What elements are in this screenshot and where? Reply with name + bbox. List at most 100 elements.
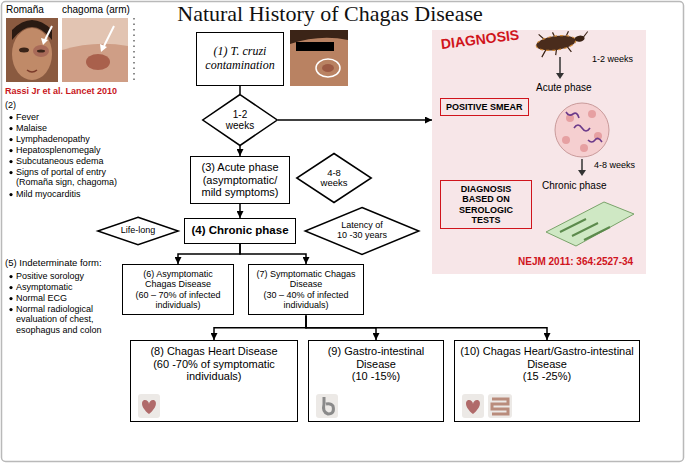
flow-arrow xyxy=(214,315,306,340)
blood-smear xyxy=(588,138,602,142)
blood-smear xyxy=(555,103,609,157)
decision-diamond: 1-2 weeks xyxy=(202,94,278,146)
gut-icon xyxy=(324,397,334,414)
blood-smear xyxy=(574,125,590,131)
blood-smear xyxy=(562,136,570,144)
node-text: (9) Gastro-intestinal Disease xyxy=(314,345,438,370)
chagoma-photo xyxy=(100,44,107,52)
bullet-dot xyxy=(9,297,12,300)
symptom-item: Mild myocarditis xyxy=(16,189,141,199)
romana-photo xyxy=(41,38,48,45)
node-text: Chronic phase xyxy=(542,180,606,192)
blood-smear xyxy=(580,144,588,152)
heart-gut-icon xyxy=(492,399,508,414)
bullet-dot xyxy=(9,286,12,289)
chagoma-photo xyxy=(86,54,110,70)
node-text: POSITIVE SMEAR xyxy=(446,102,523,112)
node-text: (7) Symptomatic Chagas Disease xyxy=(254,269,358,290)
flow-arrow xyxy=(239,204,241,218)
symptom-item: Signs of portal of entry (Romaña sign, c… xyxy=(16,167,141,188)
triatomine-bug xyxy=(583,31,589,37)
node-text: 1-2 weeks xyxy=(224,109,256,131)
flow-arrow xyxy=(240,244,306,264)
node-text: Acute phase xyxy=(536,82,592,94)
gut-icon xyxy=(316,394,338,418)
criteria-item: Positive sorology xyxy=(16,271,116,281)
process-box: (4) Chronic phase xyxy=(184,218,296,244)
diagnosis-panel: DIAGNOSIS1-2 weeksAcute phase4-8 weeksCh… xyxy=(432,30,646,274)
node-text: (60 -70% of symptomatic individuals) xyxy=(136,358,292,383)
bullet-dot xyxy=(9,116,12,311)
symptom-item: Hepatosplenomegaly xyxy=(16,145,141,155)
node-text: 4-8 weeks xyxy=(318,168,350,189)
lesion-photo xyxy=(290,30,348,86)
lesion-photo xyxy=(296,42,334,51)
bullet-dot xyxy=(9,193,12,196)
process-box: (9) Gastro-intestinal Disease(10 -15%) xyxy=(308,340,444,422)
node-text: Latency of 10 -30 years xyxy=(336,221,388,241)
symptom-item: Fever xyxy=(16,112,141,122)
timeline-arrow xyxy=(581,159,583,171)
bullet-dot xyxy=(9,171,12,174)
node-text: DIAGNOSIS BASED ON SEROLOGIC TESTS xyxy=(446,184,526,225)
diagram-title: Natural History of Chagas Disease xyxy=(130,2,530,26)
process-box: (7) Symptomatic Chagas Disease(30 – 40% … xyxy=(248,264,364,315)
bullet-dot xyxy=(9,275,12,278)
serologic-test-strip xyxy=(546,202,634,246)
heart-gut-icon xyxy=(466,400,480,414)
romana-photo xyxy=(6,18,58,82)
criteria-item: Normal ECG xyxy=(16,293,116,303)
timeline-arrow xyxy=(578,170,586,176)
decision-diamond: Latency of 10 -30 years xyxy=(304,207,420,255)
symptom-item: Subcutaneous edema xyxy=(16,156,141,166)
serologic-test-strip xyxy=(546,202,634,246)
node-text: NEJM 2011: 364:2527-34 xyxy=(518,256,633,268)
process-box: (1) T. cruzi contamination xyxy=(196,32,284,86)
chagoma-photo xyxy=(104,26,114,46)
lesion-photo xyxy=(290,30,348,44)
node-text: DIAGNOSIS xyxy=(440,26,520,52)
diamond-outline xyxy=(98,217,178,244)
bullet-dot xyxy=(9,127,12,130)
criteria-item: Asymptomatic xyxy=(16,282,116,292)
decision-diamond: 4-8 weeks xyxy=(296,153,372,203)
node-text: 1-2 weeks xyxy=(592,54,633,64)
blood-smear xyxy=(588,110,596,118)
gut-icon xyxy=(316,394,338,418)
blood-smear xyxy=(566,112,579,118)
diamond-outline xyxy=(297,154,371,203)
node-text: (30 – 40% of infected individuals) xyxy=(254,290,358,311)
flow-arrow xyxy=(178,244,240,264)
blood-smear xyxy=(555,103,609,157)
process-box: (8) Chagas Heart Disease(60 -70% of symp… xyxy=(130,340,298,422)
source-citation: Rassi Jr et al. Lancet 2010 xyxy=(5,86,145,96)
photo-caption: chagoma (arm) xyxy=(62,4,132,16)
heart-icon xyxy=(138,394,160,418)
flow-arrow xyxy=(306,315,547,340)
callout-number: (2) xyxy=(5,100,45,110)
romana-photo xyxy=(12,20,52,40)
heart-icon xyxy=(142,400,156,414)
flow-arrow xyxy=(239,146,241,156)
flow-arrow xyxy=(239,86,241,94)
diamond-outline xyxy=(203,95,277,146)
heart-icon xyxy=(138,394,160,418)
node-text: (8) Chagas Heart Disease xyxy=(150,345,277,358)
romana-photo xyxy=(6,18,58,82)
result-box: DIAGNOSIS BASED ON SEROLOGIC TESTS xyxy=(440,180,532,229)
chagoma-photo xyxy=(62,44,128,82)
triatomine-bug xyxy=(574,35,585,42)
heart-gut-icon xyxy=(462,394,484,418)
lesion-photo xyxy=(290,30,348,86)
list-heading: (5) Indeterminate form: xyxy=(5,258,117,269)
serologic-test-strip xyxy=(584,227,610,240)
process-box: (10) Chagas Heart/Gastro-intestinal Dise… xyxy=(454,340,640,422)
node-text: (6) Asymptomatic Chagas Disease xyxy=(128,269,228,290)
node-text: Life-long xyxy=(121,226,156,236)
timeline-arrow xyxy=(559,57,561,74)
bullet-dot xyxy=(9,138,12,141)
bullet-dot xyxy=(9,116,12,119)
node-text: (4) Chronic phase xyxy=(191,224,288,237)
dotted-divider xyxy=(133,18,135,82)
